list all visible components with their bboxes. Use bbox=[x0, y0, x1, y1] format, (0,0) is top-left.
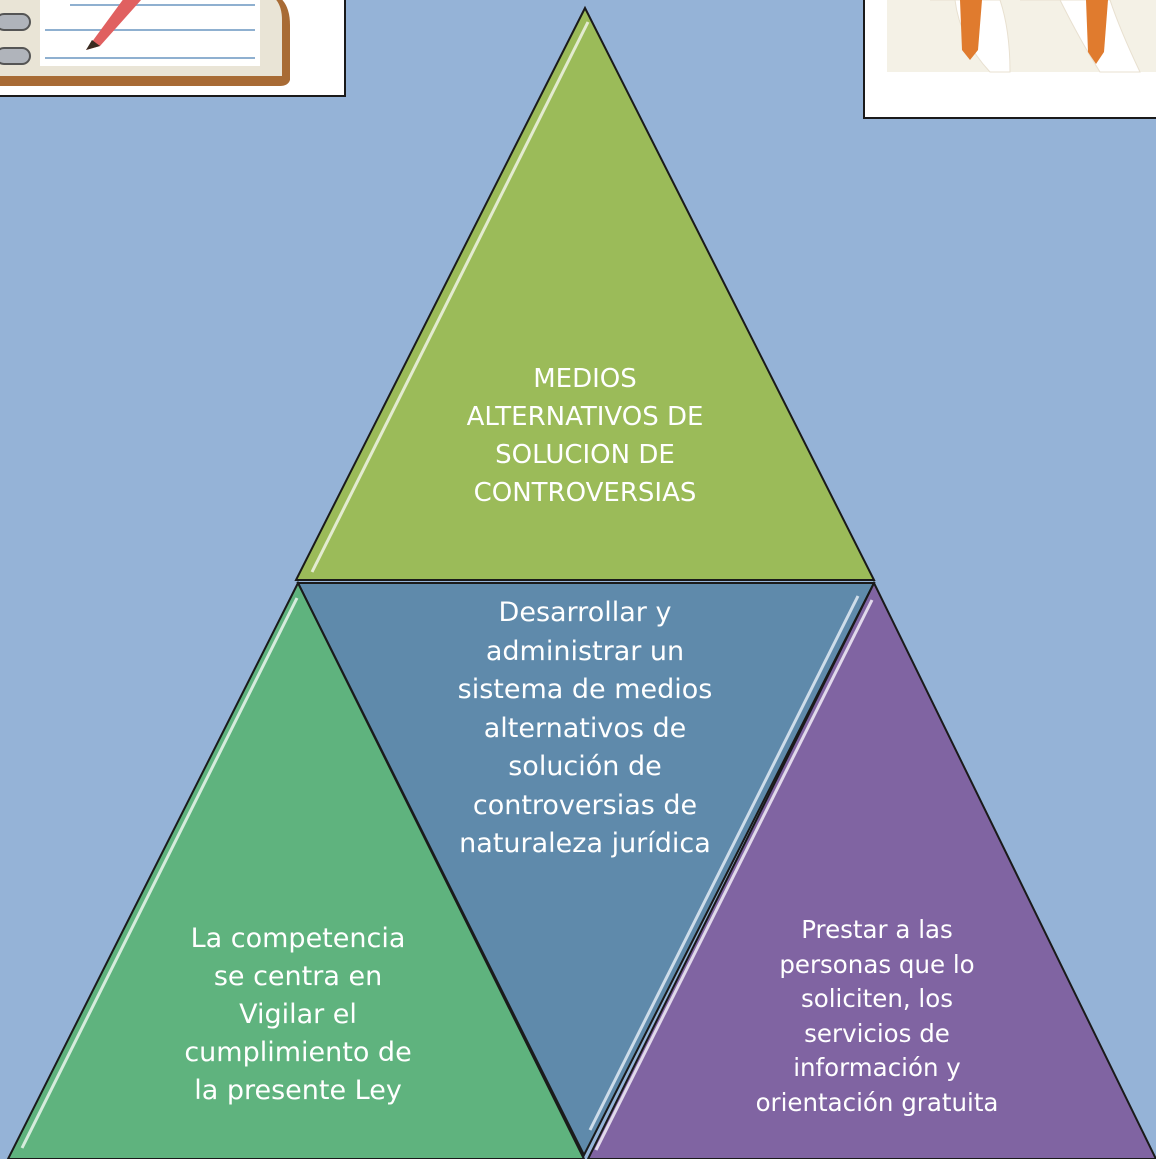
center-triangle-label: Desarrollar y administrar un sistema de … bbox=[457, 597, 713, 859]
top-triangle bbox=[294, 5, 876, 581]
people-with-ties-icon bbox=[887, 0, 1156, 73]
notebook-pencil-icon bbox=[0, 0, 290, 86]
people-picture bbox=[863, 0, 1156, 119]
left-triangle bbox=[6, 580, 586, 1159]
left-triangle-label: La competencia se centra en Vigilar el c… bbox=[184, 923, 412, 1106]
right-triangle bbox=[586, 580, 1156, 1159]
top-triangle-label: MEDIOS ALTERNATIVOS DE SOLUCION DE CONTR… bbox=[466, 364, 704, 508]
notebook-picture bbox=[0, 0, 346, 97]
right-triangle-label: Prestar a las personas que lo soliciten,… bbox=[755, 915, 999, 1117]
